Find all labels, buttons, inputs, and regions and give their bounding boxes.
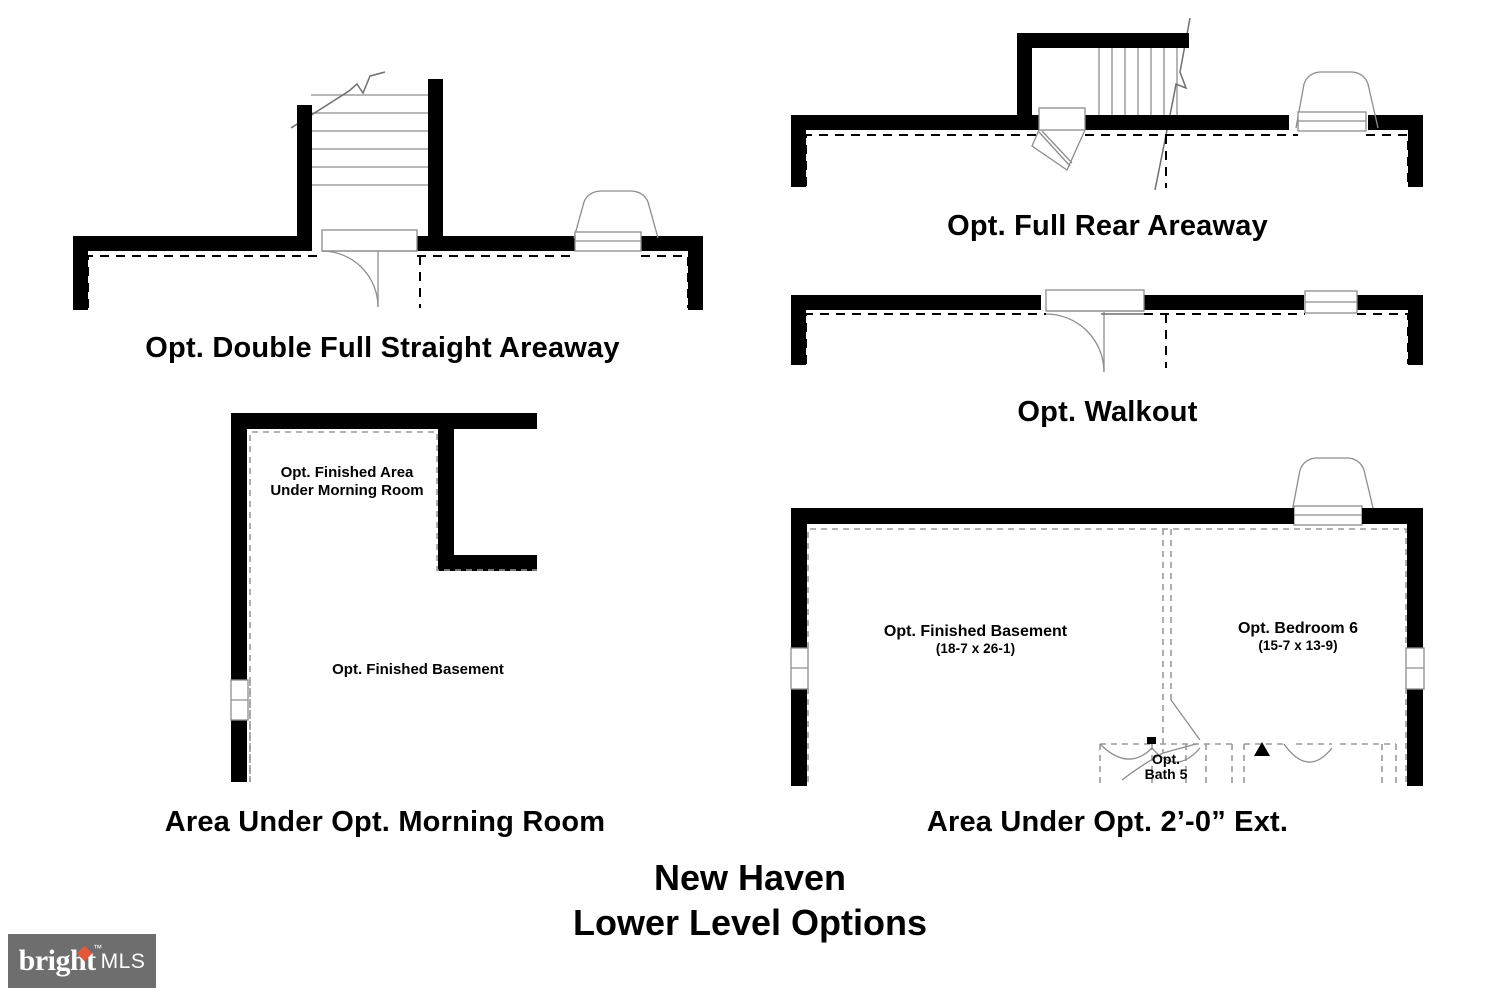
label-line-2: Bath 5	[1144, 766, 1188, 783]
ext-wall-right-a	[1407, 508, 1423, 648]
window-well-bulkhead	[1295, 71, 1379, 132]
ext-wall-top-a	[791, 508, 1294, 524]
morning-wall-right	[438, 413, 454, 571]
window-opening-right	[1405, 647, 1425, 690]
caption-full-rear-areaway: Opt. Full Rear Areaway	[947, 210, 1268, 242]
label-line-1: Opt. Finished Area	[280, 464, 414, 481]
label-bedroom-6: Opt. Bedroom 6 (15-7 x 13-9)	[1198, 620, 1398, 654]
caption-area-under-morning-room: Area Under Opt. Morning Room	[164, 806, 606, 838]
room-name: Opt. Finished Basement	[883, 623, 1068, 640]
ext-wall-left-a	[791, 508, 807, 648]
label-finished-basement-morning: Opt. Finished Basement	[332, 661, 504, 678]
foundation-wall-top-c	[1356, 295, 1423, 310]
plan-full-rear-areaway	[791, 17, 1423, 191]
morning-wall-left-b	[231, 719, 247, 782]
plan-area-under-morning-room	[230, 413, 537, 782]
caption-double-full-straight-areaway: Opt. Double Full Straight Areaway	[145, 332, 620, 364]
sheet-title: New Haven Lower Level Options	[0, 855, 1500, 945]
areaway-wall-right	[428, 79, 443, 251]
door-opening-areaway	[321, 229, 418, 308]
double-door-areaway	[1031, 107, 1086, 171]
morning-wall-left-a	[231, 413, 247, 681]
areaway-wall-left	[297, 105, 312, 251]
bright-mls-watermark: bright ™ MLS	[8, 934, 156, 988]
stair-run-vertical	[1098, 48, 1178, 125]
ext-wall-right-b	[1407, 688, 1423, 786]
footing-outline-dashed	[807, 528, 1407, 786]
foundation-wall-right	[1408, 295, 1423, 365]
partition-wall-bedroom	[1162, 529, 1172, 753]
foundation-wall-top-a	[73, 236, 312, 251]
window-opening-left	[230, 679, 249, 721]
label-bath-5: Opt. Bath 5	[1118, 751, 1214, 783]
label-finished-area-under-morning-room: Opt. Finished Area Under Morning Room	[222, 464, 472, 499]
footing-outline-dashed	[805, 134, 1409, 188]
window-well-bulkhead	[1291, 457, 1375, 526]
footing-outline-dashed	[87, 255, 689, 308]
plan-walkout	[791, 289, 1423, 373]
label-line-2: Under Morning Room	[270, 481, 424, 499]
caption-walkout: Opt. Walkout	[1017, 396, 1198, 428]
ext-wall-left-b	[791, 688, 807, 786]
bath-and-closet-detail	[1099, 699, 1397, 786]
stair-run-horizontal	[311, 94, 429, 186]
stair-break-line	[290, 71, 386, 129]
watermark-brand: bright ™	[19, 944, 102, 976]
areaway-wall-top	[1017, 33, 1189, 48]
morning-wall-step	[438, 555, 537, 571]
foundation-wall-top-a	[791, 115, 1041, 130]
plan-area-under-2-0-ext	[790, 457, 1425, 786]
areaway-wall-left-vertical	[1017, 33, 1032, 125]
watermark-suffix: MLS	[100, 949, 146, 973]
foundation-wall-top-c	[637, 236, 703, 251]
caption-area-under-2-0-ext: Area Under Opt. 2’-0” Ext.	[926, 806, 1289, 838]
sheet-title-line-2: Lower Level Options	[572, 902, 928, 943]
morning-wall-top	[231, 413, 537, 429]
footing-outline-dashed	[249, 431, 537, 782]
foundation-wall-left	[73, 236, 88, 310]
walkout-door	[1045, 289, 1145, 373]
foundation-wall-left	[791, 115, 806, 187]
foundation-wall-top-a	[791, 295, 1041, 310]
room-name: Opt. Bedroom 6	[1237, 620, 1358, 637]
trademark-symbol: ™	[93, 943, 102, 953]
window-well-bulkhead	[573, 190, 659, 252]
foundation-wall-top-b	[410, 236, 579, 251]
label-line-1: Opt.	[1152, 751, 1180, 767]
footing-outline-dashed	[805, 313, 1409, 368]
window-opening	[1304, 290, 1358, 314]
stair-break-line	[1154, 17, 1191, 191]
foundation-wall-left	[791, 295, 806, 365]
window-opening-left	[790, 647, 809, 690]
foundation-wall-top-b	[1082, 115, 1289, 130]
foundation-wall-right	[688, 236, 703, 310]
label-finished-basement-ext: Opt. Finished Basement (18-7 x 26-1)	[838, 623, 1113, 657]
foundation-wall-top-b	[1142, 295, 1304, 310]
room-dimensions: (18-7 x 26-1)	[935, 641, 1016, 657]
direction-arrow	[1254, 742, 1270, 756]
foundation-wall-right	[1408, 115, 1423, 187]
plan-double-full-straight-areaway	[73, 71, 703, 310]
room-dimensions: (15-7 x 13-9)	[1258, 638, 1338, 654]
sheet-title-line-1: New Haven	[653, 857, 847, 898]
